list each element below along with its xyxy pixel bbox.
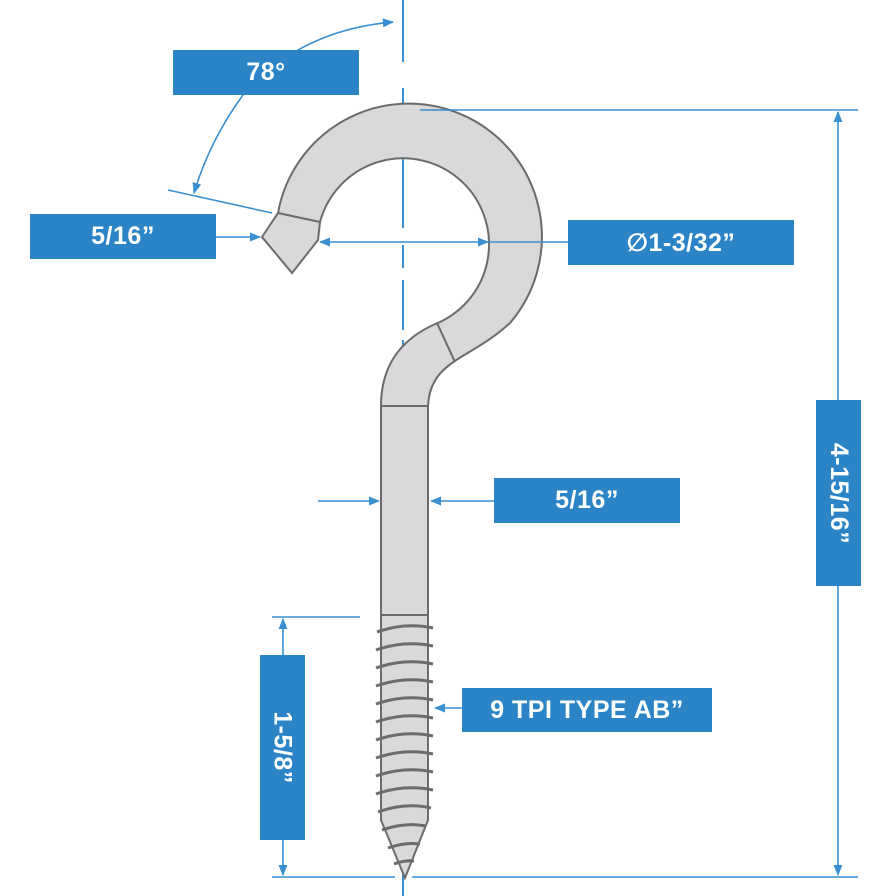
overall-length-label: 4-15/16” [816, 400, 861, 586]
shank-diameter-label: 5/16” [494, 478, 680, 523]
threaded-shank [375, 614, 434, 881]
opening-angle-label: 78° [173, 50, 359, 95]
overall-length-text: 4-15/16” [825, 442, 854, 544]
thread-length-label: 1-5/8” [260, 655, 305, 840]
thread-length-text: 1-5/8” [269, 711, 298, 784]
tip-diameter-label: 5/16” [30, 214, 216, 259]
hook-diameter-label: ∅1-3/32” [568, 220, 794, 265]
thread-spec-label: 9 TPI TYPE AB” [462, 688, 712, 732]
hook-body [260, 102, 543, 616]
